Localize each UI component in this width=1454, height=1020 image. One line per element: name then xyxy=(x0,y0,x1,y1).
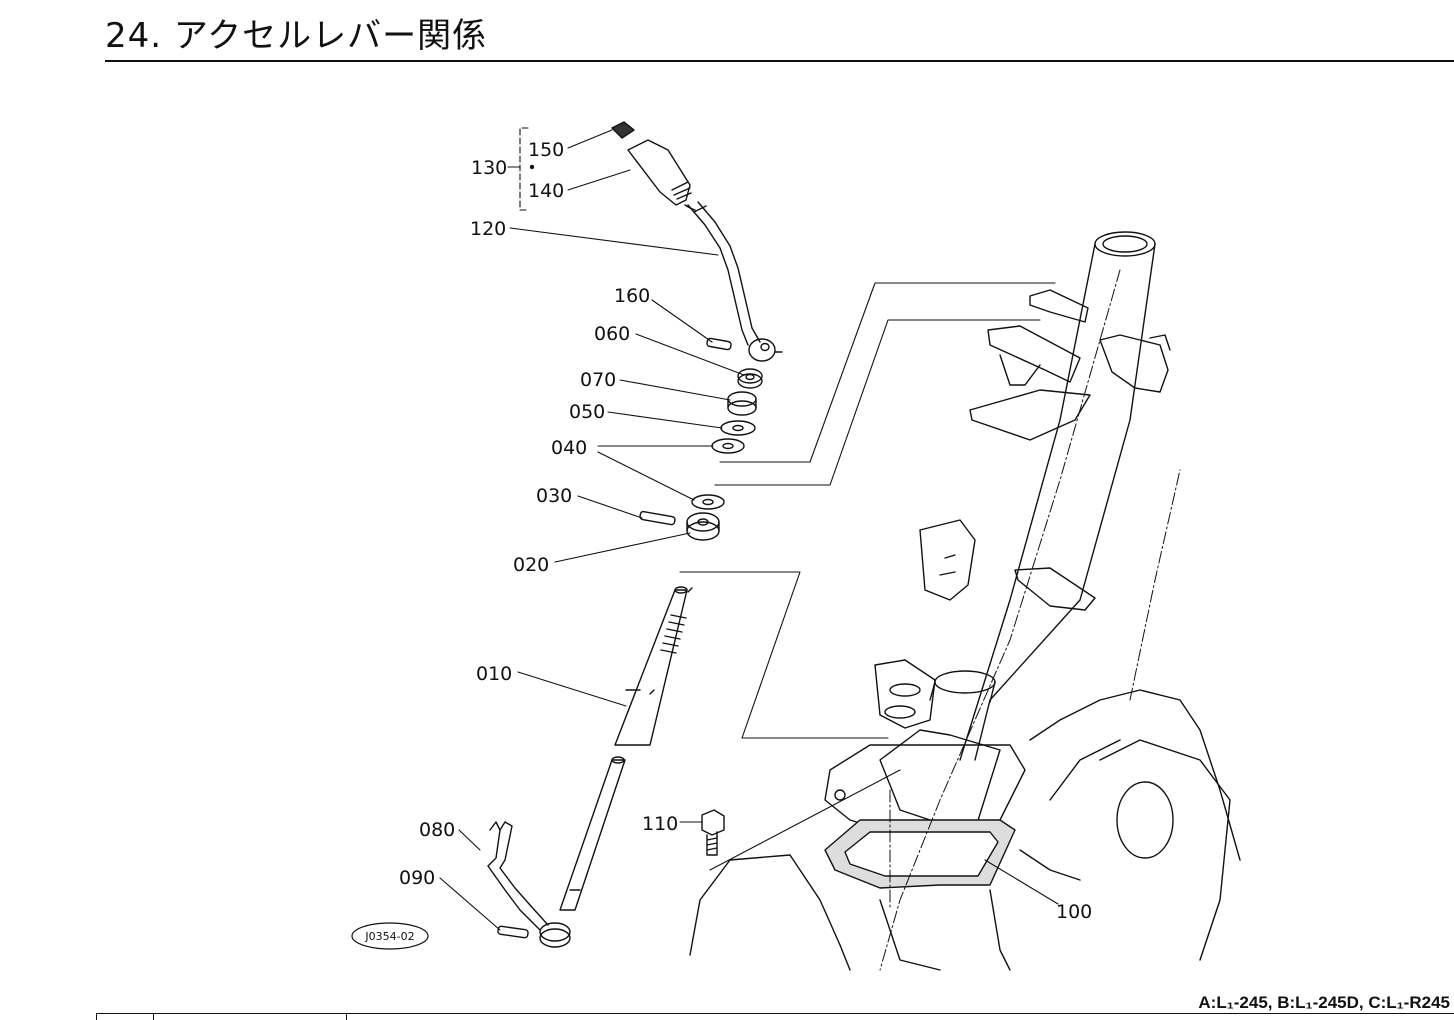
leader-lines xyxy=(439,129,1059,931)
callout-040: 040 xyxy=(551,437,587,459)
accelerator-lever-part xyxy=(687,201,783,362)
title-underline xyxy=(105,60,1454,62)
callout-070: 070 xyxy=(580,369,616,391)
callout-060: 060 xyxy=(594,323,630,345)
collar-020-part xyxy=(686,512,720,541)
assembly-bracket-130 xyxy=(507,127,529,211)
callout-010: 010 xyxy=(476,663,512,685)
callout-160: 160 xyxy=(614,285,650,307)
accelerator-shaft-part xyxy=(614,586,693,746)
callout-140: 140 xyxy=(528,180,564,202)
drawing-code-badge: J0354-02 xyxy=(351,922,429,950)
reference-lines xyxy=(679,282,1056,871)
callout-080: 080 xyxy=(419,819,455,841)
knob-cap-part xyxy=(611,121,635,139)
washer-040-upper-part xyxy=(711,438,745,454)
callout-090: 090 xyxy=(399,867,435,889)
collar-060-part xyxy=(737,368,763,389)
drawing-code-text: J0354-02 xyxy=(364,930,414,943)
spring-pin-090-part xyxy=(497,925,529,939)
lever-knob-part xyxy=(627,139,696,211)
table-col-divider xyxy=(346,1013,347,1020)
callout-120: 120 xyxy=(470,218,506,240)
callout-020: 020 xyxy=(513,554,549,576)
callout-150: 150 xyxy=(528,139,564,161)
bushing-070-part xyxy=(727,391,757,416)
table-col-divider xyxy=(96,1013,97,1020)
center-line xyxy=(879,269,1181,971)
page-title: 24. アクセルレバー関係 xyxy=(105,16,488,56)
callout-130: 130 xyxy=(471,157,507,179)
lower-lever-080-part xyxy=(487,821,571,948)
callout-100: 100 xyxy=(1056,901,1092,923)
callout-050: 050 xyxy=(569,401,605,423)
column-assembly xyxy=(689,231,1241,971)
callout-030: 030 xyxy=(536,485,572,507)
table-col-divider xyxy=(153,1013,154,1020)
bolt-110-part xyxy=(701,809,725,856)
parts-table-top-rule xyxy=(96,1013,1454,1014)
spring-pin-030-part xyxy=(639,510,676,526)
washer-050-part xyxy=(720,420,756,436)
applicable-models: A:L₁-245, B:L₁-245D, C:L₁-R245 xyxy=(1198,993,1450,1012)
callout-110: 110 xyxy=(642,813,678,835)
set-screw-160-part xyxy=(706,337,732,351)
lower-rod-part xyxy=(559,756,626,911)
washer-040-lower-part xyxy=(691,494,725,510)
